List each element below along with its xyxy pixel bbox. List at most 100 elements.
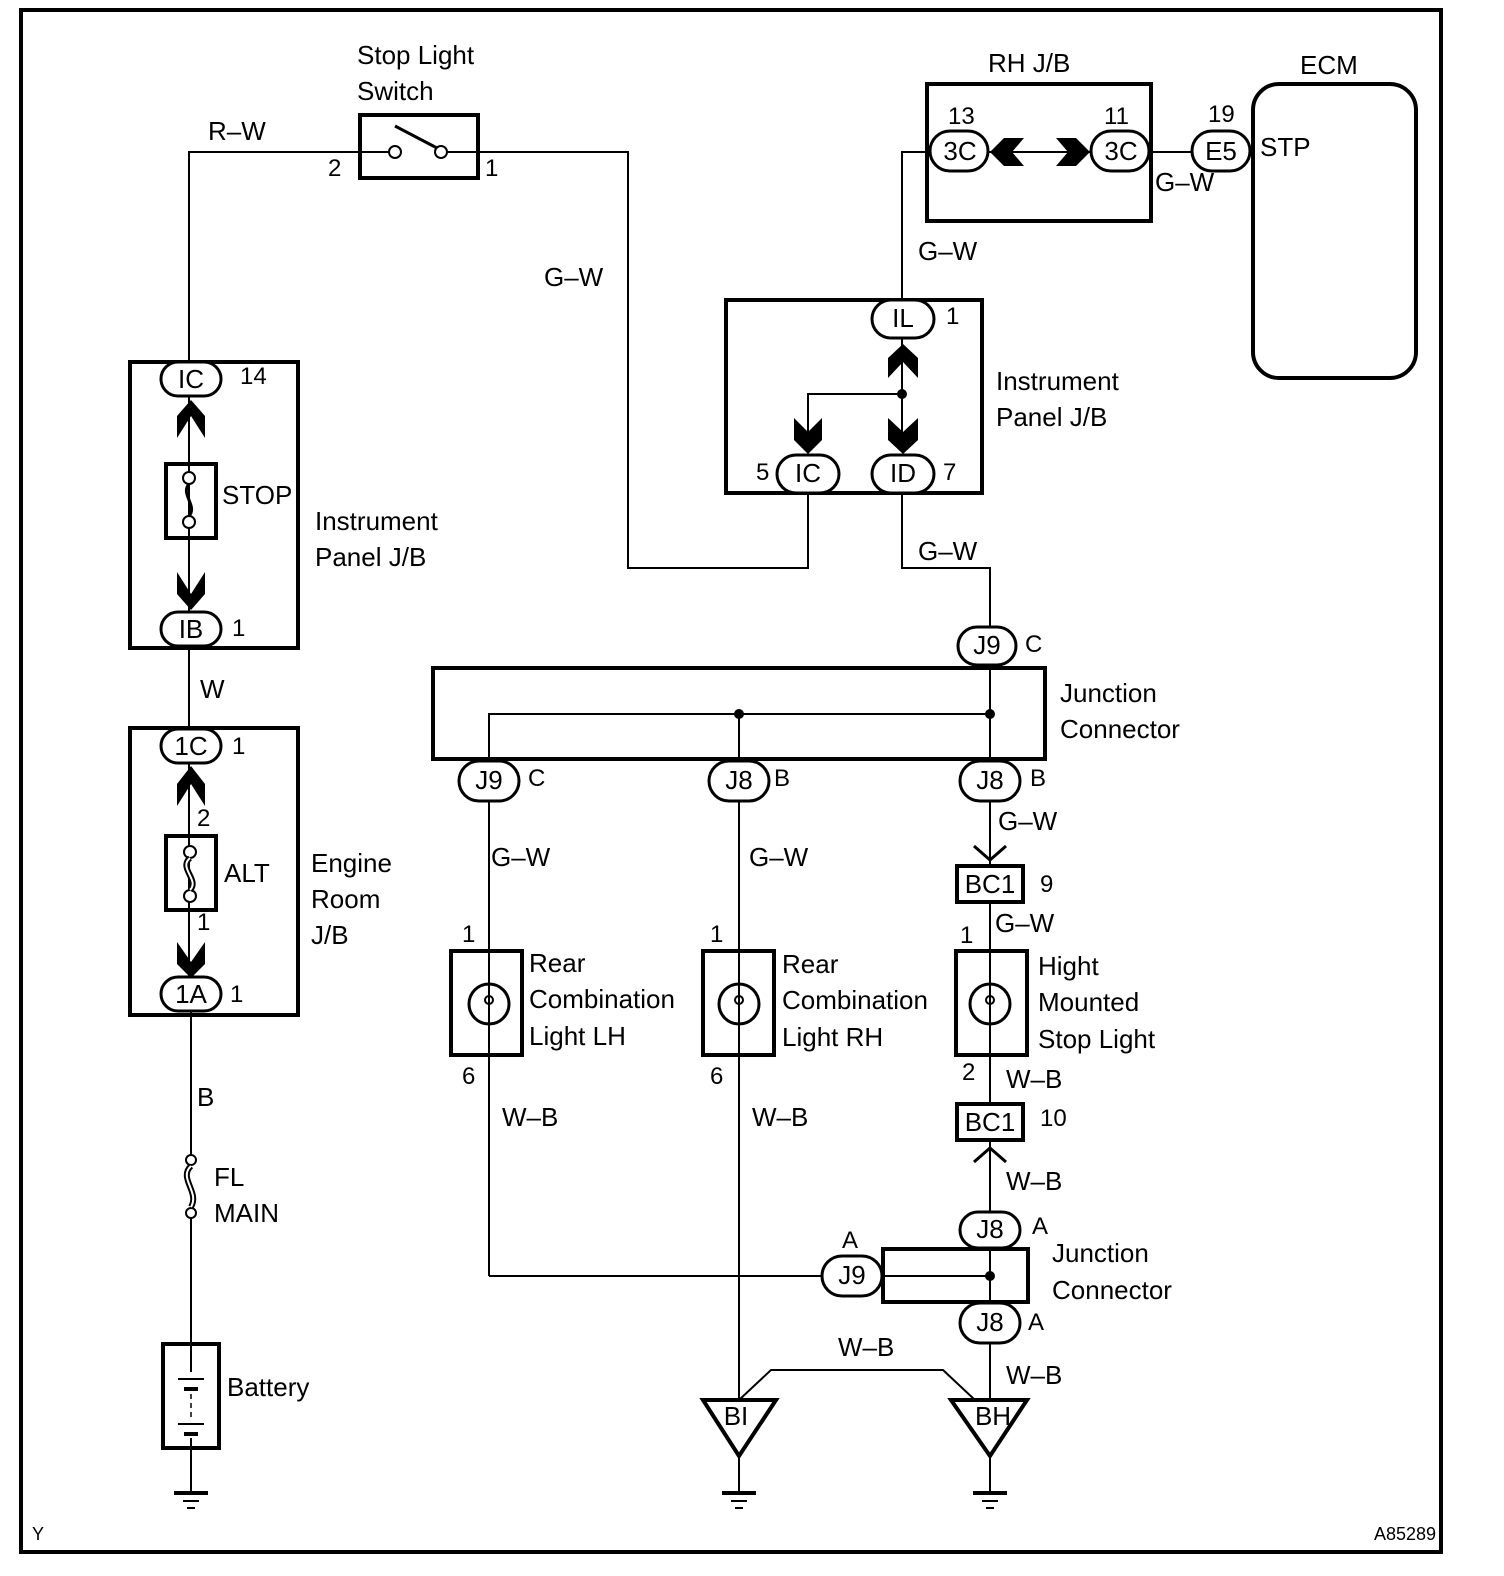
bulb-icon [968, 982, 1012, 1026]
junction-bottom-label-2: Connector [1052, 1275, 1172, 1305]
connector-id-label: ID [890, 458, 916, 488]
connector-il-label: IL [892, 303, 914, 333]
instrument-panel-jb-left: IC 14 STOP IB 1 Instrument Panel J/B [128, 360, 439, 650]
ip-jb-left-label-2: Panel J/B [315, 542, 426, 572]
connector-ib [159, 610, 223, 648]
fl-main-fusible-link: FL MAIN [183, 1154, 279, 1228]
chevron-down-icon [794, 418, 822, 454]
connector-e5-label: E5 [1205, 136, 1237, 166]
figure-id: A85289 [1374, 1524, 1436, 1544]
connector-e5 [1190, 129, 1252, 173]
wire-label-w-b-bridge: W–B [838, 1332, 894, 1362]
pin-j8-b-2: B [1030, 765, 1046, 792]
fuse-label-stop: STOP [222, 480, 292, 510]
stop-light-switch-label-1: Stop Light [357, 40, 475, 70]
pin-13: 13 [948, 103, 975, 130]
chevron-up-icon [177, 400, 205, 438]
wire-g-w-rhjb [901, 151, 930, 300]
connector-ib-label: IB [179, 614, 204, 644]
connector-bc1-9-label: BC1 [965, 869, 1016, 899]
wire-r-w [188, 151, 389, 362]
hmsl-label-3: Stop Light [1038, 1024, 1156, 1054]
ground-icon [174, 1491, 208, 1509]
stop-fuse [164, 462, 218, 540]
battery-label: Battery [227, 1372, 309, 1402]
chevron-left-icon [990, 138, 1024, 166]
pin-lh-1: 1 [462, 921, 475, 948]
connector-j8-b-2-label: J8 [976, 765, 1003, 795]
chevron-down-icon [888, 418, 918, 454]
junction-bottom-label-1: Junction [1052, 1238, 1149, 1268]
pin-rh-1: 1 [710, 921, 723, 948]
ip-jb-right-label-1: Instrument [996, 366, 1120, 396]
junction-connector-top: J9 C Junction Connector J9 C J8 B J8 B [431, 625, 1180, 803]
wire-label-w-b-lh: W–B [502, 1102, 558, 1132]
pin-j8-b-1: B [774, 765, 790, 792]
light-lh-label-1: Rear [529, 948, 586, 978]
pin-bc1-9: 9 [1040, 871, 1053, 898]
connector-j9-a-label: J9 [838, 1260, 865, 1290]
pin-j8-a-bottom: A [1028, 1309, 1044, 1336]
wire-label-w-b-hmsl: W–B [1006, 1064, 1062, 1094]
connector-j8-b-1-label: J8 [725, 765, 752, 795]
alt-pin-1: 1 [197, 909, 210, 936]
engine-room-jb-label-3: J/B [311, 920, 349, 950]
ground-bh-label: BH [975, 1401, 1011, 1431]
pin-11: 11 [1104, 103, 1129, 130]
diagram-frame [19, 8, 1443, 1554]
ground-icon [973, 1491, 1007, 1509]
wire-label-b: B [197, 1082, 214, 1112]
connector-3c-11 [1089, 129, 1151, 173]
wire-label-g-w-bc1: G–W [998, 806, 1058, 836]
fl-main-label-2: MAIN [214, 1198, 279, 1228]
ground-point-bi: BI [699, 1398, 780, 1509]
connector-ic [159, 360, 223, 398]
rh-jb-label: RH J/B [988, 48, 1070, 78]
pin-14: 14 [240, 363, 267, 390]
ecm: ECM E5 19 STP [1190, 50, 1418, 380]
pin-1c-1: 1 [232, 733, 245, 760]
pin-j9-c-in: C [1025, 631, 1042, 658]
light-lh-label-2: Combination [529, 984, 675, 1014]
stop-light-switch-label-2: Switch [357, 76, 434, 106]
wire-label-g-w-id: G–W [918, 536, 978, 566]
connector-j8-a-top-label: J8 [976, 1214, 1003, 1244]
engine-room-jb-label-1: Engine [311, 848, 392, 878]
connector-3c-11-label: 3C [1104, 136, 1137, 166]
pin-1: 1 [232, 615, 245, 642]
switch-pin-2: 2 [328, 155, 341, 182]
light-rh-label-3: Light RH [782, 1022, 883, 1052]
connector-il [870, 298, 936, 340]
alt-fuse [164, 834, 218, 912]
connector-1c [159, 727, 223, 765]
pin-lh-6: 6 [462, 1063, 475, 1090]
ground-icon [722, 1491, 756, 1509]
pin-19: 19 [1208, 101, 1235, 128]
chevron-down-icon [177, 942, 205, 978]
corner-mark: Y [32, 1524, 44, 1544]
wire-label-w: W [200, 674, 225, 704]
connector-3c-13-label: 3C [943, 136, 976, 166]
wire-label-g-w-lh: G–W [491, 842, 551, 872]
connector-1a [159, 975, 223, 1013]
light-rh-label-2: Combination [782, 985, 928, 1015]
engine-room-jb: 1C 1 2 ALT 1 1A 1 Engine Room J/B [128, 726, 392, 1017]
connector-j9-a [820, 1254, 884, 1298]
pin-j9-a: A [842, 1227, 858, 1254]
wire-label-g-w-rh: G–W [749, 842, 809, 872]
connector-1a-label: 1A [175, 979, 207, 1009]
pin-j9-c-out: C [528, 765, 545, 792]
pin-1a-1: 1 [230, 981, 243, 1008]
fl-main-label-1: FL [214, 1162, 244, 1192]
wire-label-w-b-bh: W–B [1006, 1360, 1062, 1390]
pin-rh-6: 6 [710, 1063, 723, 1090]
engine-room-jb-label-2: Room [311, 884, 380, 914]
switch-pin-1: 1 [485, 155, 498, 182]
chevron-up-icon [177, 766, 205, 806]
battery: Battery [161, 1342, 309, 1450]
pin-j8-a-top: A [1032, 1213, 1048, 1240]
chevron-down-icon [177, 572, 205, 610]
pin-il-1: 1 [946, 303, 959, 330]
connector-j9-c-in-label: J9 [973, 630, 1000, 660]
connector-ic-label: IC [178, 364, 204, 394]
